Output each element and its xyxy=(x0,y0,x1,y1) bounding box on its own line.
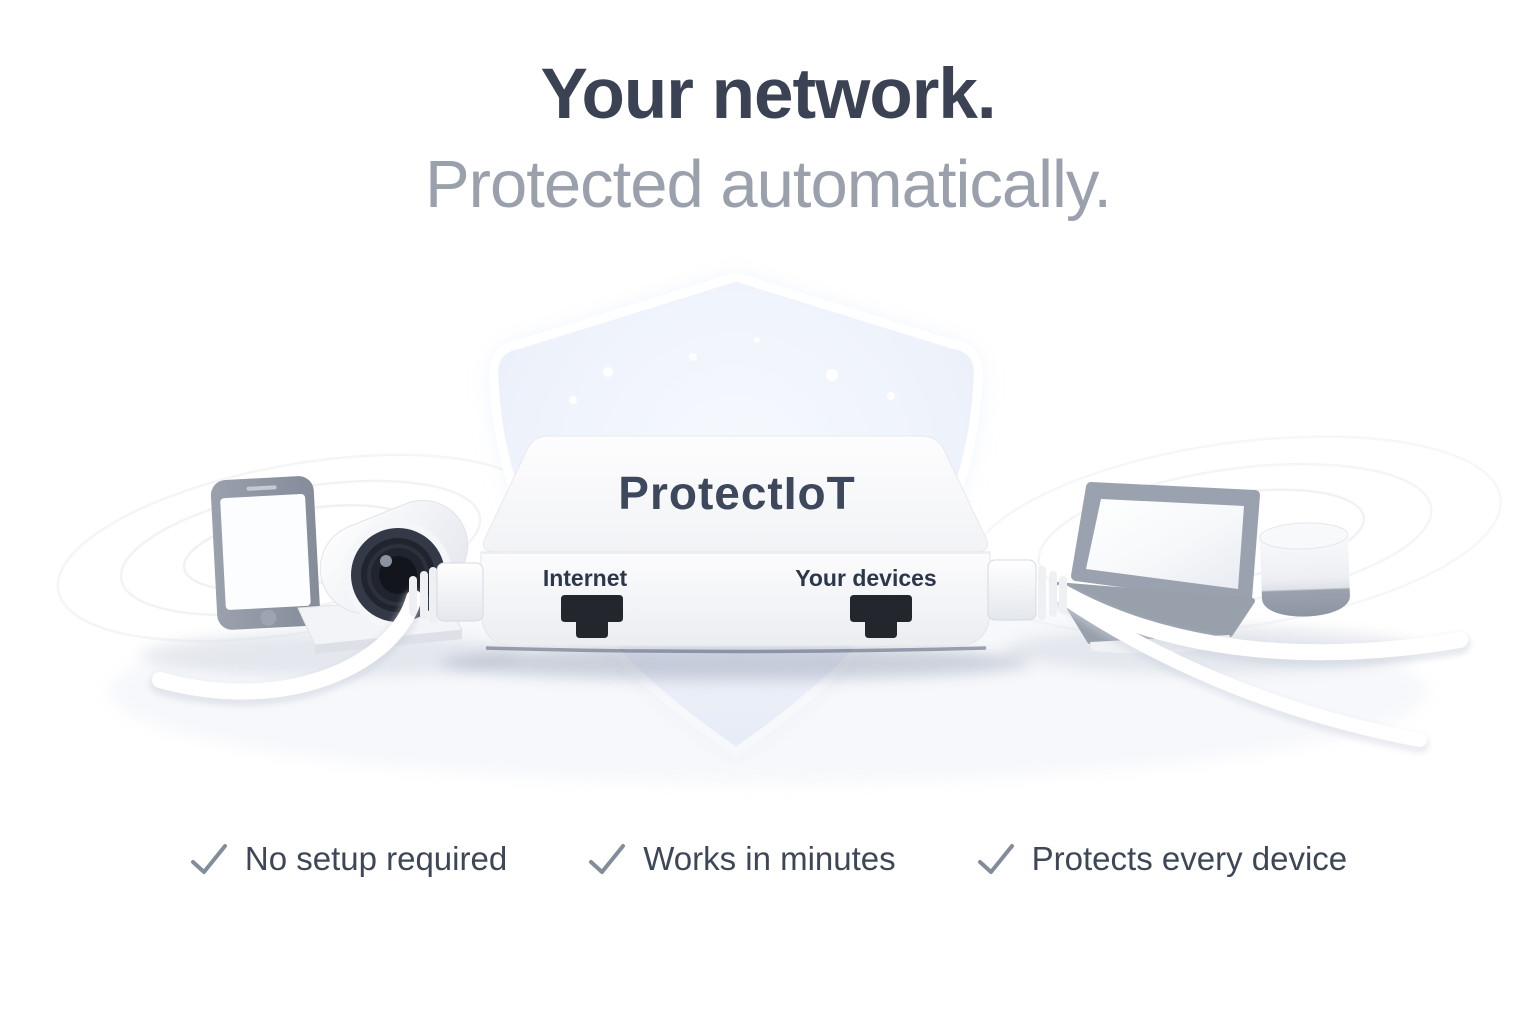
feature-item: Works in minutes xyxy=(587,840,896,878)
smartphone-graphic xyxy=(210,476,321,630)
check-icon xyxy=(190,844,227,874)
laptop-graphic xyxy=(1053,482,1260,654)
port-label-your-devices: Your devices xyxy=(795,565,937,591)
shield-sparkles xyxy=(569,337,895,404)
port-label-internet: Internet xyxy=(542,565,628,591)
feature-label: No setup required xyxy=(244,840,508,877)
hero-subtitle: Protected automatically. xyxy=(424,147,1112,222)
hero-title: Your network. xyxy=(540,55,996,134)
feature-label: Works in minutes xyxy=(643,840,896,877)
check-icon xyxy=(589,844,626,874)
cable-plug-left xyxy=(409,562,484,623)
device-brand-label: ProtectIoT xyxy=(618,467,856,519)
ethernet-cable-left xyxy=(149,589,425,707)
check-icon xyxy=(977,844,1014,874)
feature-item: Protects every device xyxy=(976,840,1347,878)
smart-speaker-graphic xyxy=(1259,522,1350,617)
cable-plug-right xyxy=(987,559,1067,621)
ethernet-port-left-icon xyxy=(561,595,623,638)
security-gateway-box xyxy=(480,435,991,654)
feature-item: No setup required xyxy=(189,840,507,878)
ethernet-port-right-icon xyxy=(850,595,912,638)
feature-list: No setup required Works in minutes Prote… xyxy=(0,840,1536,878)
ethernet-cable-right xyxy=(1051,584,1471,753)
feature-label: Protects every device xyxy=(1031,840,1348,877)
